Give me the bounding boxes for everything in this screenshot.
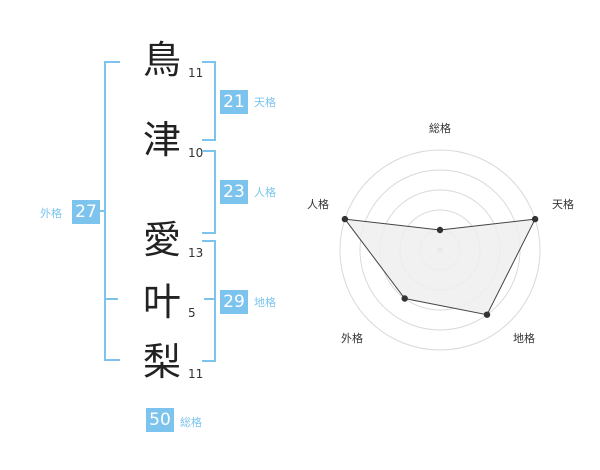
radar-point-4 (401, 295, 408, 302)
radar-axis-label-5: 人格 (307, 197, 329, 211)
radar-grid-ring-5 (339, 149, 541, 351)
chikaku-bracket-mid-tick (204, 298, 216, 300)
radar-point-5 (341, 215, 349, 223)
radar-axis-label-2: 天格 (552, 197, 574, 211)
gaikaku-bracket (104, 61, 120, 361)
chikaku-label: 地格 (254, 296, 276, 309)
chikaku-value-badge: 29 (220, 290, 248, 314)
radar-axis-label-3: 地格 (513, 331, 535, 345)
name-char-3: 愛 (142, 218, 181, 262)
radar-point-1 (436, 226, 444, 234)
stroke-count-1: 11 (188, 66, 204, 80)
soukaku-label: 総格 (180, 416, 202, 429)
tenkaku-value-badge: 21 (220, 90, 248, 114)
gaikaku-bracket-mid-tick (104, 298, 118, 300)
radar-axis-label-4: 外格 (341, 331, 363, 345)
stroke-count-3: 13 (188, 246, 204, 260)
radar-point-3 (483, 311, 491, 318)
stroke-count-5: 11 (188, 367, 204, 381)
tenkaku-bracket (202, 61, 216, 141)
name-char-1: 鳥 (142, 38, 181, 82)
jinkaku-bracket (202, 150, 216, 234)
name-char-5: 梨 (142, 340, 181, 384)
radar-axis-label-1: 総格 (429, 121, 451, 135)
radar-series-polygon (343, 218, 536, 316)
jinkaku-label: 人格 (254, 186, 276, 199)
jinkaku-value-badge: 23 (220, 180, 248, 204)
name-char-2: 津 (142, 118, 181, 162)
stroke-count-4: 5 (188, 306, 196, 320)
name-char-4: 叶 (142, 280, 181, 324)
soukaku-value-badge: 50 (146, 408, 174, 432)
tenkaku-label: 天格 (254, 96, 276, 109)
radar-point-2 (531, 215, 539, 223)
stroke-count-2: 10 (188, 146, 204, 160)
gaikaku-value-badge: 27 (72, 200, 100, 224)
gaikaku-label: 外格 (40, 207, 62, 220)
chikaku-bracket (202, 240, 216, 362)
